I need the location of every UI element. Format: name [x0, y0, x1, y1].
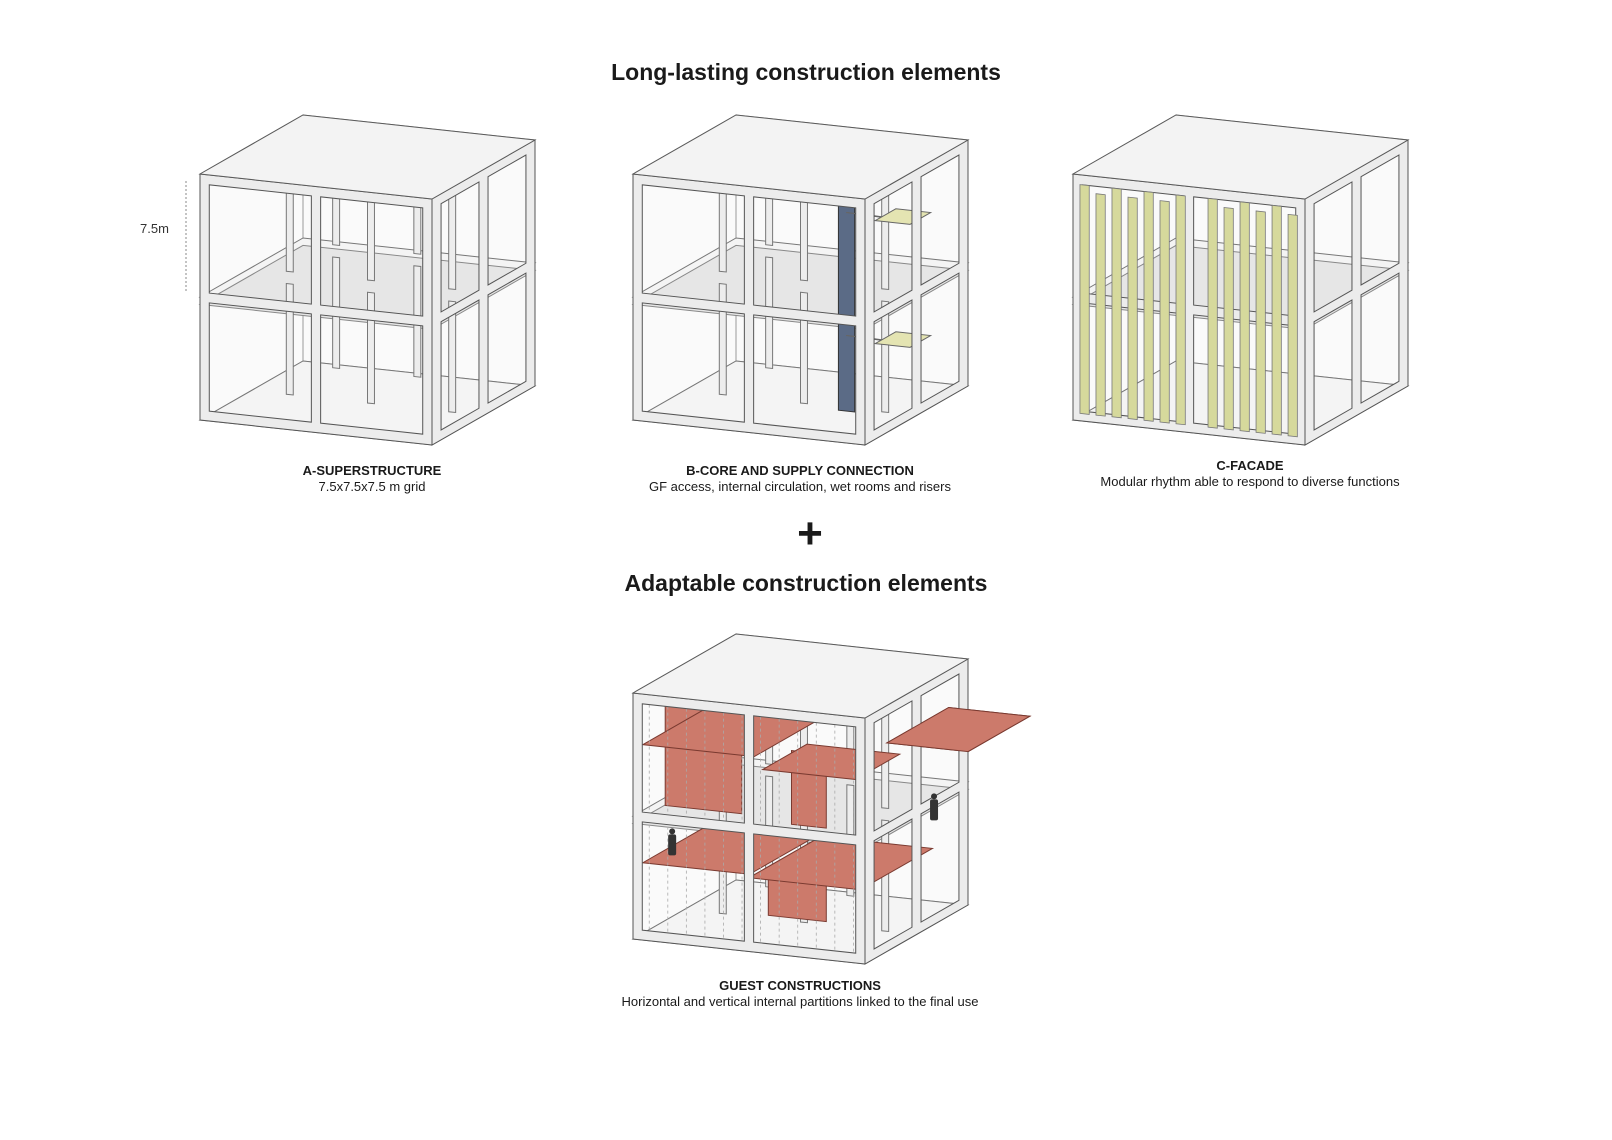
caption-superstructure: A-SUPERSTRUCTURE 7.5x7.5x7.5 m grid	[162, 463, 582, 495]
facade-fin	[1111, 187, 1122, 419]
roof-slab	[198, 114, 537, 200]
facade-fin	[1095, 193, 1106, 417]
person-figure-body	[668, 834, 677, 856]
right-facade-frame	[864, 658, 969, 965]
caption-guest: GUEST CONSTRUCTIONS Horizontal and verti…	[590, 978, 1010, 1010]
interior-column	[718, 282, 727, 396]
dimension-label: 7.5m	[140, 221, 169, 236]
facade-fin	[1143, 191, 1154, 422]
front-facade-frame	[632, 173, 866, 446]
facade-fin	[1175, 194, 1186, 426]
roof-slab	[631, 633, 970, 719]
front-facade-frame	[1072, 173, 1306, 446]
facade-fin	[1255, 210, 1266, 434]
facade-fin	[1079, 184, 1090, 415]
person-figure-head	[669, 828, 676, 835]
balcony-slab	[885, 706, 1032, 753]
caption-core: B-CORE AND SUPPLY CONNECTION GF access, …	[590, 463, 1010, 495]
person-figure-head	[931, 793, 938, 800]
building-cube-guest	[631, 633, 1032, 965]
front-facade-frame	[632, 692, 866, 965]
caption-title: GUEST CONSTRUCTIONS	[719, 978, 881, 993]
building-cube-superstructure	[198, 114, 537, 446]
interior-column	[448, 300, 457, 414]
caption-subtitle: GF access, internal circulation, wet roo…	[649, 479, 951, 494]
interior-column	[285, 282, 294, 396]
caption-subtitle: Modular rhythm able to respond to divers…	[1100, 474, 1400, 489]
caption-subtitle: Horizontal and vertical internal partiti…	[621, 994, 979, 1009]
roof-slab	[631, 114, 970, 200]
caption-title: C-FACADE	[1216, 458, 1284, 473]
title-adaptable: Adaptable construction elements	[624, 570, 988, 596]
facade-fin	[1159, 200, 1170, 424]
right-facade-frame	[1304, 139, 1409, 446]
facade-fin	[1271, 204, 1282, 436]
caption-subtitle: 7.5x7.5x7.5 m grid	[318, 479, 426, 494]
front-facade-frame	[199, 173, 433, 446]
right-facade-frame	[431, 139, 536, 446]
person-figure-body	[930, 799, 939, 821]
interior-column	[881, 300, 890, 414]
caption-facade: C-FACADE Modular rhythm able to respond …	[1040, 458, 1460, 490]
building-cube-core	[631, 114, 970, 446]
facade-fin	[1223, 207, 1234, 431]
roof-slab	[1071, 114, 1410, 200]
caption-title: B-CORE AND SUPPLY CONNECTION	[686, 463, 914, 478]
title-long-lasting: Long-lasting construction elements	[611, 59, 1001, 85]
interior-column	[367, 291, 375, 405]
plus-icon: +	[797, 509, 823, 558]
facade-fin	[1127, 196, 1138, 420]
right-facade-frame	[864, 139, 969, 446]
interior-column	[800, 291, 808, 405]
facade-fin	[1287, 213, 1298, 438]
caption-title: A-SUPERSTRUCTURE	[302, 463, 442, 478]
core-shaft	[837, 183, 856, 413]
facade-fin	[1207, 197, 1218, 429]
facade-fin	[1239, 201, 1250, 433]
building-cube-facade	[1071, 114, 1410, 446]
